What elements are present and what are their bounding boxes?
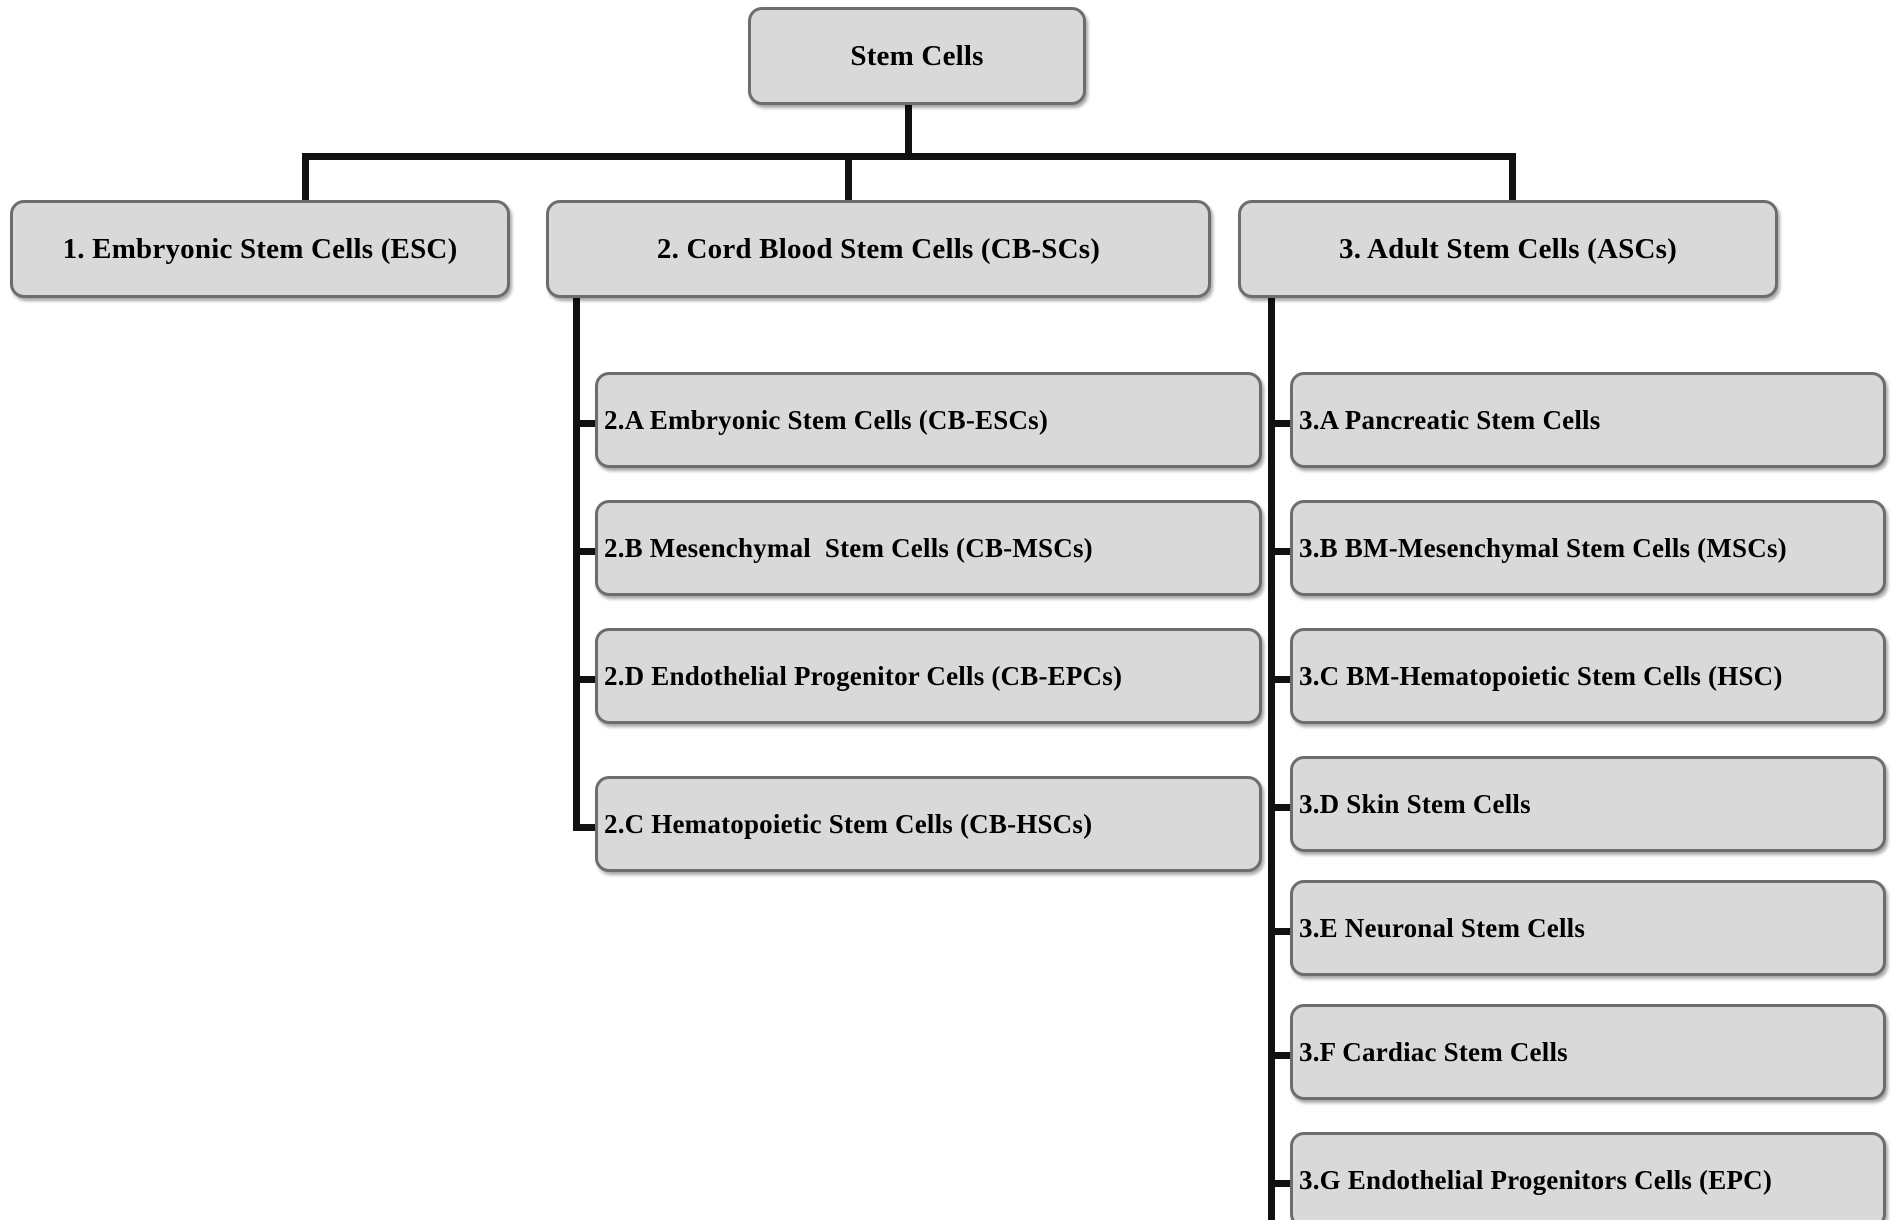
connector-stub-asc-3 [1268, 804, 1296, 811]
connector-drop-cbsc [845, 153, 852, 203]
connector-root-stem [905, 101, 912, 159]
connector-stub-cb-0 [573, 420, 601, 427]
node-label: 3.A Pancreatic Stem Cells [1299, 404, 1601, 435]
node-embryonic-stem-cells[interactable]: 1. Embryonic Stem Cells (ESC) [10, 200, 510, 298]
node-label: 3.F Cardiac Stem Cells [1299, 1036, 1568, 1067]
node-label: 3.C BM-Hematopoietic Stem Cells (HSC) [1299, 660, 1783, 691]
node-cb-esc[interactable]: 2.A Embryonic Stem Cells (CB-ESCs) [595, 372, 1262, 468]
connector-level2-bus [302, 153, 1516, 160]
connector-stub-asc-6 [1268, 1180, 1296, 1187]
node-asc-bm-mesenchymal[interactable]: 3.B BM-Mesenchymal Stem Cells (MSCs) [1290, 500, 1886, 596]
connector-stub-cb-2 [573, 676, 601, 683]
node-cb-hsc[interactable]: 2.C Hematopoietic Stem Cells (CB-HSCs) [595, 776, 1262, 872]
connector-stub-asc-0 [1268, 420, 1296, 427]
node-asc-skin[interactable]: 3.D Skin Stem Cells [1290, 756, 1886, 852]
node-label: 2.D Endothelial Progenitor Cells (CB-EPC… [604, 660, 1123, 691]
connector-stub-asc-1 [1268, 548, 1296, 555]
node-label: 3.D Skin Stem Cells [1299, 788, 1531, 819]
node-asc-cardiac[interactable]: 3.F Cardiac Stem Cells [1290, 1004, 1886, 1100]
connector-stub-cb-1 [573, 548, 601, 555]
connector-spine-cord-blood [573, 294, 580, 831]
connector-stub-asc-4 [1268, 928, 1296, 935]
node-label: 2. Cord Blood Stem Cells (CB-SCs) [656, 232, 1101, 265]
node-cord-blood-stem-cells[interactable]: 2. Cord Blood Stem Cells (CB-SCs) [546, 200, 1211, 298]
connector-stub-asc-2 [1268, 676, 1296, 683]
node-label: 3.E Neuronal Stem Cells [1299, 912, 1586, 943]
node-label: 3.G Endothelial Progenitors Cells (EPC) [1299, 1164, 1773, 1195]
node-label: 1. Embryonic Stem Cells (ESC) [62, 232, 458, 265]
node-asc-endothelial-progenitor[interactable]: 3.G Endothelial Progenitors Cells (EPC) [1290, 1132, 1886, 1220]
node-label: 2.C Hematopoietic Stem Cells (CB-HSCs) [604, 808, 1093, 839]
connector-drop-asc [1509, 153, 1516, 203]
node-adult-stem-cells[interactable]: 3. Adult Stem Cells (ASCs) [1238, 200, 1778, 298]
node-label: 2.A Embryonic Stem Cells (CB-ESCs) [604, 404, 1049, 435]
node-cb-msc[interactable]: 2.B Mesenchymal Stem Cells (CB-MSCs) [595, 500, 1262, 596]
node-cb-epc[interactable]: 2.D Endothelial Progenitor Cells (CB-EPC… [595, 628, 1262, 724]
node-asc-neuronal[interactable]: 3.E Neuronal Stem Cells [1290, 880, 1886, 976]
connector-stub-asc-5 [1268, 1052, 1296, 1059]
connector-stub-cb-3 [573, 824, 601, 831]
connector-spine-adult [1268, 294, 1275, 1220]
node-label: 2.B Mesenchymal Stem Cells (CB-MSCs) [604, 532, 1093, 563]
node-label: Stem Cells [850, 39, 984, 72]
node-label: 3.B BM-Mesenchymal Stem Cells (MSCs) [1299, 532, 1787, 563]
node-label: 3. Adult Stem Cells (ASCs) [1339, 232, 1677, 265]
connector-drop-esc [302, 153, 309, 203]
node-stem-cells-root[interactable]: Stem Cells [748, 7, 1086, 105]
node-asc-pancreatic[interactable]: 3.A Pancreatic Stem Cells [1290, 372, 1886, 468]
node-asc-bm-hematopoietic[interactable]: 3.C BM-Hematopoietic Stem Cells (HSC) [1290, 628, 1886, 724]
